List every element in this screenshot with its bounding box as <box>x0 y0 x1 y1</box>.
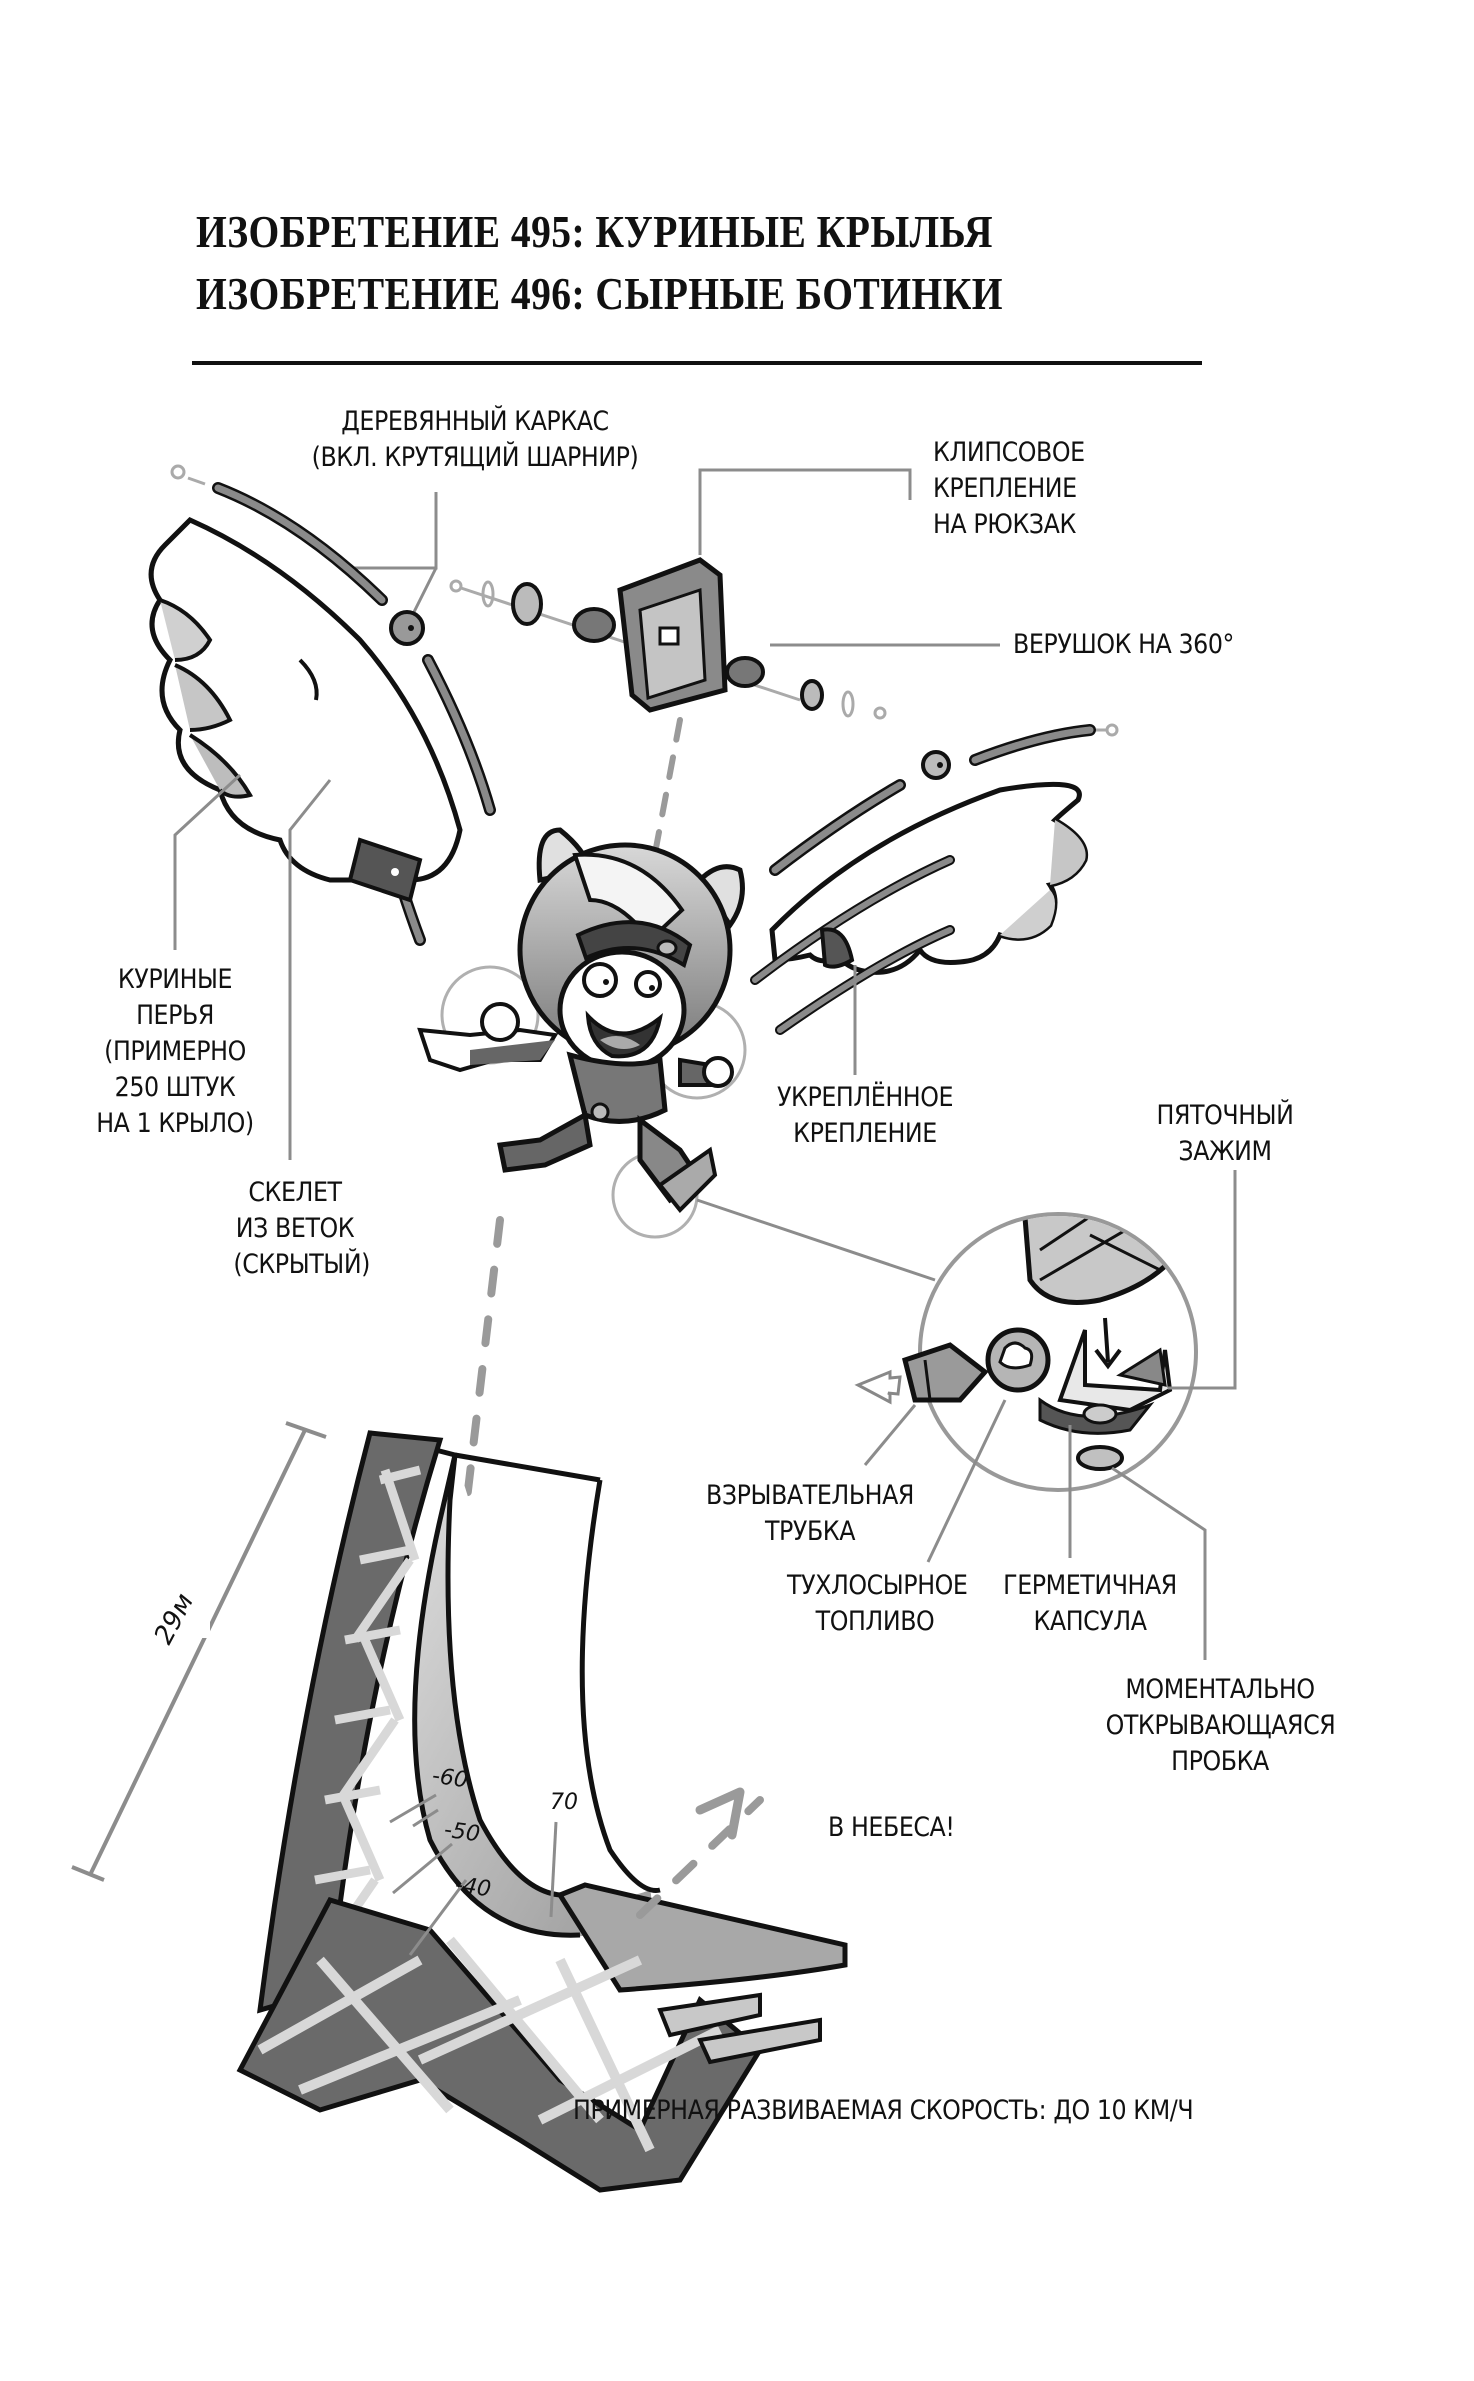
label-line: НА 1 КРЫЛО) <box>96 1108 254 1139</box>
speed-note: ПРИМЕРНАЯ РАЗВИВАЕМАЯ СКОРОСТЬ: ДО 10 КМ… <box>573 2093 1194 2129</box>
label-line: В НЕБЕСА! <box>828 1812 955 1843</box>
label-line: ВЕРУШОК НА 360° <box>1013 629 1234 660</box>
label-line: КЛИПСОВОЕ <box>933 437 1085 468</box>
label-swivel-360: ВЕРУШОК НА 360° <box>1013 627 1234 663</box>
label-line: (ПРИМЕРНО <box>104 1036 246 1067</box>
right-wing <box>750 723 1119 1075</box>
ski-jump-ramp <box>71 1421 848 2193</box>
page-title-line-2: ИЗОБРЕТЕНИЕ 496: СЫРНЫЕ БОТИНКИ <box>196 268 1003 319</box>
label-backpack-clip: КЛИПСОВОЕ КРЕПЛЕНИЕ НА РЮКЗАК <box>933 435 1085 543</box>
angle-tick-50: -50 <box>442 1817 482 1848</box>
label-line: ОТКРЫВАЮЩАЯСЯ <box>1105 1710 1336 1741</box>
page-title-line-1: ИЗОБРЕТЕНИЕ 495: КУРИНЫЕ КРЫЛЬЯ <box>196 206 994 257</box>
backpack-clip-assembly <box>449 468 1000 883</box>
label-line: УКРЕПЛЁННОЕ <box>777 1082 954 1113</box>
label-line: ДЕРЕВЯННЫЙ КАРКАС <box>341 406 609 437</box>
angle-tick-60: -60 <box>430 1763 470 1794</box>
label-line: КРЕПЛЕНИЕ <box>793 1118 937 1149</box>
label-line: 250 ШТУК <box>114 1072 236 1103</box>
label-sealed-capsule: ГЕРМЕТИЧНАЯ КАПСУЛА <box>1002 1568 1178 1640</box>
angle-tick-70: 70 <box>550 1790 578 1815</box>
label-line: ЗАЖИМ <box>1178 1136 1272 1167</box>
label-line: ПРИМЕРНАЯ РАЗВИВАЕМАЯ СКОРОСТЬ: ДО 10 КМ… <box>573 2095 1194 2126</box>
label-cheese-fuel: ТУХЛОСЫРНОЕ ТОПЛИВО <box>787 1568 968 1640</box>
boot-detail-zoom <box>854 1170 1237 1660</box>
label-line: МОМЕНТАЛЬНО <box>1125 1674 1315 1705</box>
label-line: ПЯТОЧНЫЙ <box>1156 1100 1294 1131</box>
left-wing <box>148 464 496 1160</box>
label-instant-cork: МОМЕНТАЛЬНО ОТКРЫВАЮЩАЯСЯ ПРОБКА <box>1105 1672 1336 1780</box>
label-line: (ВКЛ. КРУТЯЩИЙ ШАРНИР) <box>311 442 639 473</box>
label-line: ТУХЛОСЫРНОЕ <box>787 1570 968 1601</box>
label-line: ВЗРЫВАТЕЛЬНАЯ <box>706 1480 914 1511</box>
label-line: КУРИНЫЕ <box>117 964 233 995</box>
label-line: НА РЮКЗАК <box>933 509 1076 540</box>
label-line: СКЕЛЕТ <box>248 1177 342 1208</box>
label-to-the-skies: В НЕБЕСА! <box>828 1810 955 1846</box>
label-wooden-frame: ДЕРЕВЯННЫЙ КАРКАС (ВКЛ. КРУТЯЩИЙ ШАРНИР) <box>286 404 664 476</box>
label-line: ПЕРЬЯ <box>136 1000 214 1031</box>
label-line: ГЕРМЕТИЧНАЯ <box>1003 1570 1177 1601</box>
label-line: КРЕПЛЕНИЕ <box>933 473 1077 504</box>
label-line: ПРОБКА <box>1171 1746 1269 1777</box>
angle-tick-40: -40 <box>453 1872 493 1903</box>
character-kid <box>417 827 936 1615</box>
label-blast-tube: ВЗРЫВАТЕЛЬНАЯ ТРУБКА <box>704 1478 915 1550</box>
label-line: КАПСУЛА <box>1033 1606 1147 1637</box>
label-reinforced-mount: УКРЕПЛЁННОЕ КРЕПЛЕНИЕ <box>777 1080 953 1152</box>
title-divider <box>192 361 1202 365</box>
label-line: ТРУБКА <box>764 1516 856 1547</box>
label-heel-clamp: ПЯТОЧНЫЙ ЗАЖИМ <box>1150 1098 1300 1170</box>
label-twig-skeleton: СКЕЛЕТ ИЗ ВЕТОК (СКРЫТЫЙ) <box>233 1175 370 1283</box>
label-chicken-feathers: КУРИНЫЕ ПЕРЬЯ (ПРИМЕРНО 250 ШТУК НА 1 КР… <box>96 962 254 1142</box>
label-line: (СКРЫТЫЙ) <box>233 1249 370 1280</box>
label-line: ИЗ ВЕТОК <box>235 1213 355 1244</box>
label-line: ТОПЛИВО <box>815 1606 935 1637</box>
